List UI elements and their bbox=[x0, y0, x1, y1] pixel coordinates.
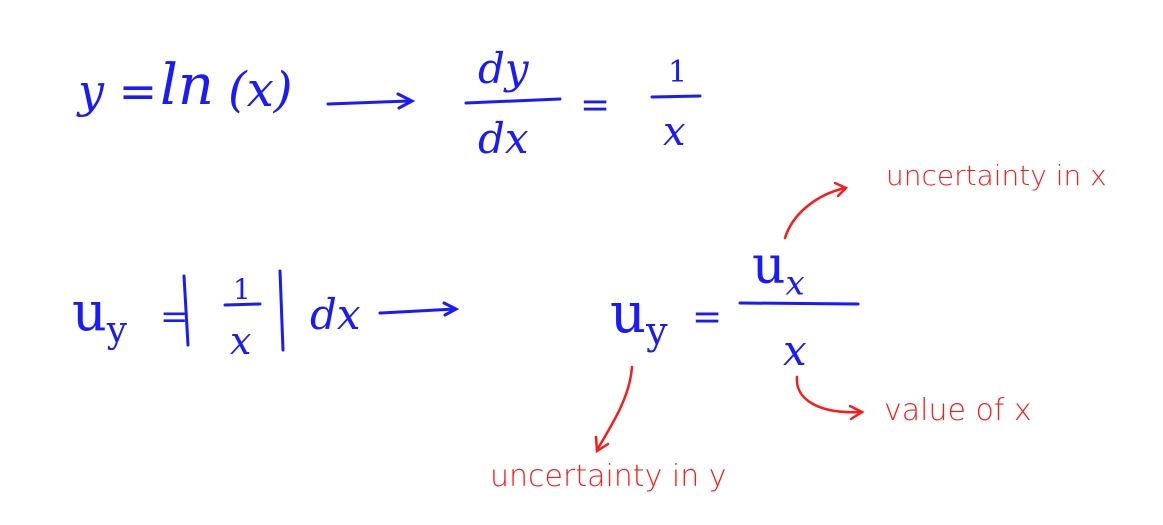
row2-arrow-icon bbox=[378, 301, 460, 317]
row2-abs-fraction-bar bbox=[223, 302, 262, 307]
row2-equals: = bbox=[160, 297, 189, 337]
row3-lhs: uy bbox=[610, 281, 668, 354]
row1-lhs: y = bbox=[78, 64, 158, 118]
row2-abs-den: x bbox=[230, 319, 252, 363]
row3-num: ux bbox=[752, 236, 805, 304]
row1-ln: ln bbox=[160, 53, 214, 118]
row2-abs-left-bar bbox=[182, 274, 190, 347]
row1-deriv-den: dx bbox=[478, 114, 529, 163]
arrow-to-uncertainty-in-x-icon bbox=[783, 181, 849, 240]
row3-equals: = bbox=[692, 297, 723, 338]
row2-lhs: uy bbox=[72, 280, 128, 351]
row3-den: x bbox=[783, 326, 807, 375]
row1-arrow-icon bbox=[326, 92, 416, 110]
row1-arg: (x) bbox=[228, 62, 293, 118]
row1-equals: = bbox=[580, 85, 611, 126]
arrow-to-uncertainty-in-y-icon bbox=[594, 365, 634, 454]
row1-rhs-bar bbox=[650, 94, 702, 99]
arrow-to-value-of-x-icon bbox=[795, 375, 865, 421]
row2-abs-num: 1 bbox=[233, 273, 251, 306]
annotation-uncertainty-in-x: uncertainty in x bbox=[886, 159, 1107, 192]
row1-rhs-den: x bbox=[663, 109, 686, 155]
row3-fraction-bar bbox=[738, 301, 860, 306]
row1-deriv-num: dy bbox=[478, 44, 529, 93]
annotation-uncertainty-in-y: uncertainty in y bbox=[490, 459, 727, 494]
annotation-value-of-x: value of x bbox=[884, 393, 1032, 428]
row2-abs-right-bar bbox=[278, 269, 285, 352]
row1-rhs-num: 1 bbox=[668, 55, 688, 90]
row2-dx: dx bbox=[310, 290, 361, 339]
row1-deriv-bar bbox=[464, 97, 562, 105]
